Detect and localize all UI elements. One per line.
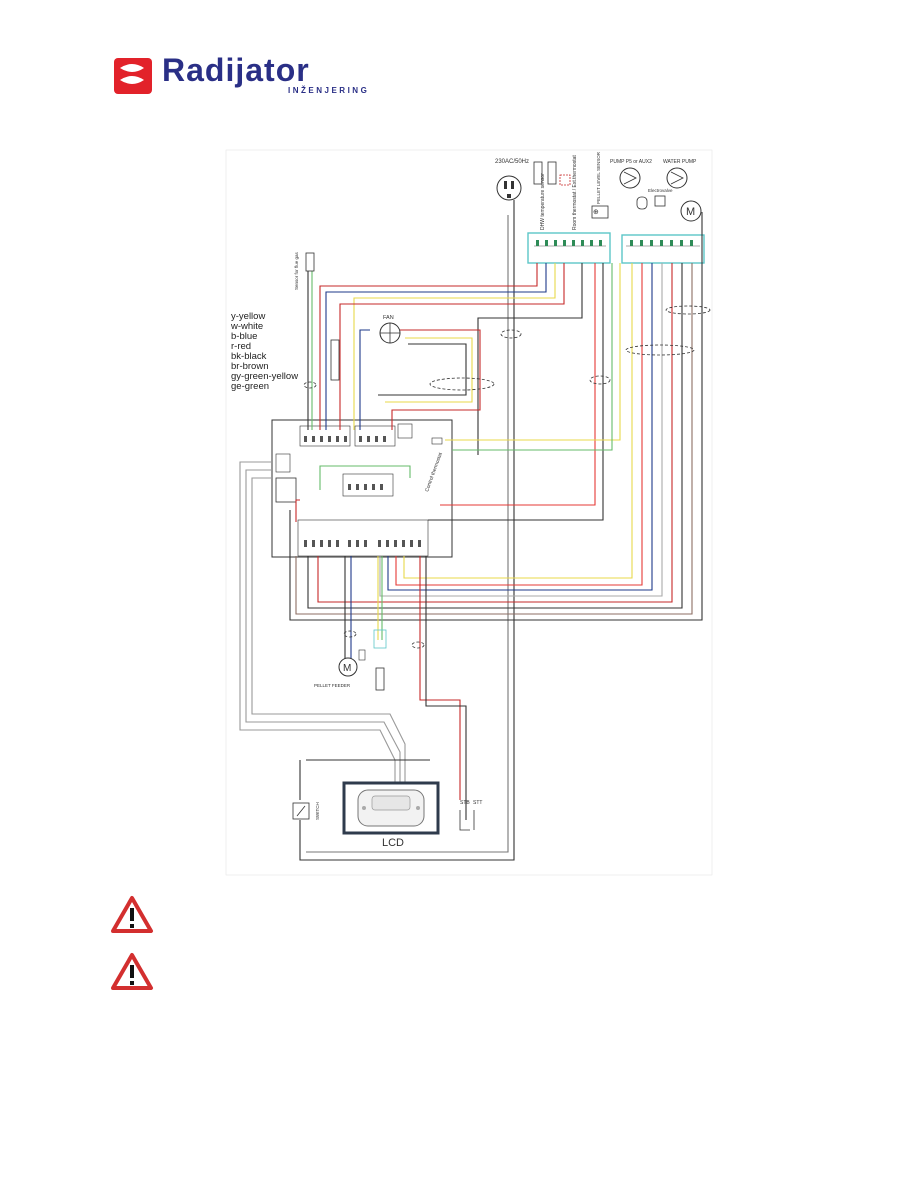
svg-text:⊕: ⊕ bbox=[593, 208, 599, 216]
logo-subtitle: INŽENJERING bbox=[288, 86, 370, 95]
feeder-thermo bbox=[358, 649, 366, 661]
stt-label: STT bbox=[473, 800, 482, 806]
supply-label: 230AC/50Hz bbox=[495, 159, 529, 165]
terminal-block-pumps bbox=[621, 234, 705, 264]
radijator-logo-mark bbox=[114, 58, 152, 94]
logo-wordmark: Radijator bbox=[162, 52, 310, 88]
boiler-sensor bbox=[547, 161, 557, 185]
dhw-sensor-label: DHW temperature sensor bbox=[540, 173, 546, 230]
pump-p5-label: PUMP P5 or AUX2 bbox=[610, 159, 652, 165]
ignition-terminal bbox=[373, 629, 387, 649]
electrovalve bbox=[654, 195, 666, 207]
stb-label: STB bbox=[460, 800, 470, 806]
legend-item: b-blue bbox=[231, 331, 258, 342]
pellet-feeder-motor: M bbox=[338, 657, 358, 677]
exhaust-sensor bbox=[305, 252, 315, 272]
aux-component bbox=[636, 196, 648, 210]
wire-color-legend: y-yellow w-white b-blue r-red bk-black b… bbox=[231, 312, 298, 392]
legend-item: ge-green bbox=[231, 381, 270, 392]
motor-top: M bbox=[680, 200, 702, 222]
dhw-sensor bbox=[533, 161, 543, 185]
legend-item: br-brown bbox=[231, 361, 269, 372]
warning-icon bbox=[110, 952, 154, 992]
svg-text:M: M bbox=[686, 206, 695, 218]
water-pump-label: WATER PUMP bbox=[663, 159, 697, 165]
legend-item: y-yellow bbox=[231, 311, 266, 322]
lcd-label: LCD bbox=[382, 837, 404, 849]
power-plug bbox=[496, 175, 522, 201]
diagram-frame bbox=[225, 149, 713, 876]
legend-item: gy-green-yellow bbox=[231, 371, 299, 382]
electrovalve-label: Electrovalve bbox=[648, 188, 673, 193]
fan-label: FAN bbox=[383, 315, 394, 321]
room-thermostat-box bbox=[559, 174, 571, 186]
pellet-level-sensor bbox=[591, 205, 609, 219]
fan bbox=[379, 322, 401, 344]
terminal-block-sensors bbox=[527, 232, 611, 264]
exhaust-sensor-label: Sensor for flue gas bbox=[294, 251, 299, 290]
boiler-probe bbox=[330, 339, 340, 381]
svg-text:M: M bbox=[343, 663, 351, 674]
lcd-panel bbox=[342, 781, 440, 835]
radijator-logo: Radijator INŽENJERING bbox=[112, 52, 392, 98]
water-pump bbox=[666, 167, 688, 189]
legend-item: w-white bbox=[231, 321, 264, 332]
legend-item: r-red bbox=[231, 341, 252, 352]
warning-icon bbox=[110, 895, 154, 935]
legend-item: bk-black bbox=[231, 351, 267, 362]
pellet-level-label: PELLET LEVEL SENSOR bbox=[596, 151, 601, 204]
room-thermostat-label: Room thermostat / Ext.thermostat bbox=[572, 155, 578, 230]
switch-label: SWITCH bbox=[315, 802, 320, 820]
igniter bbox=[375, 667, 385, 691]
pellet-feeder-label: PELLET FEEDER bbox=[314, 683, 351, 688]
pump-p5 bbox=[619, 167, 641, 189]
